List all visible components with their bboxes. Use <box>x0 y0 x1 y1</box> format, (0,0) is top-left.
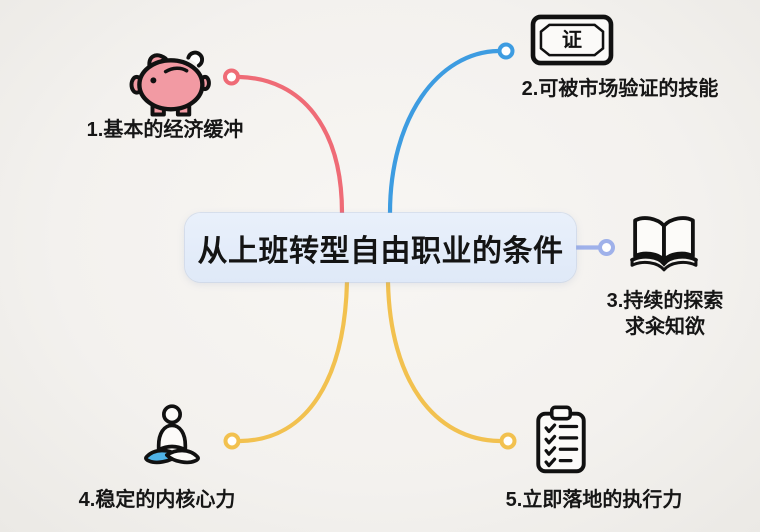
central-topic-title: 从上班转型自由职业的条件 <box>197 234 564 268</box>
certificate-text: 证 <box>562 29 582 52</box>
connector-branch5 <box>385 279 502 444</box>
meditating-person-icon <box>144 404 200 465</box>
connector-endpoint-branch4 <box>223 432 241 450</box>
open-book-icon <box>630 216 698 272</box>
central-topic-node[interactable]: 从上班转型自由职业的条件 <box>185 213 576 282</box>
connector-branch2 <box>387 48 501 216</box>
branch-label-4: 4.稳定的内核心力 <box>78 489 236 511</box>
certificate-badge-icon: 证 <box>530 14 614 66</box>
connector-endpoint-branch3 <box>598 239 615 256</box>
connector-branch4 <box>238 279 350 444</box>
connector-branch1 <box>237 74 345 216</box>
clipboard-checklist-icon <box>536 405 586 474</box>
branch-label-3: 3.持续的探索 求籴知欲 <box>590 288 740 340</box>
piggy-bank-icon <box>129 50 211 117</box>
connector-endpoint-branch1 <box>223 68 240 86</box>
connector-endpoint-branch5 <box>499 432 517 450</box>
branch-label-3-line2: 求籴知欲 <box>625 316 705 338</box>
branch-label-5: 5.立即落地的执行力 <box>505 489 683 511</box>
branch-label-3-line1: 3.持续的探索 <box>606 290 724 312</box>
connector-endpoint-branch2 <box>497 42 515 60</box>
branch-label-2: 2.可被市场验证的技能 <box>521 78 719 100</box>
branch-label-1: 1.基本的经济缓冲 <box>86 119 244 141</box>
